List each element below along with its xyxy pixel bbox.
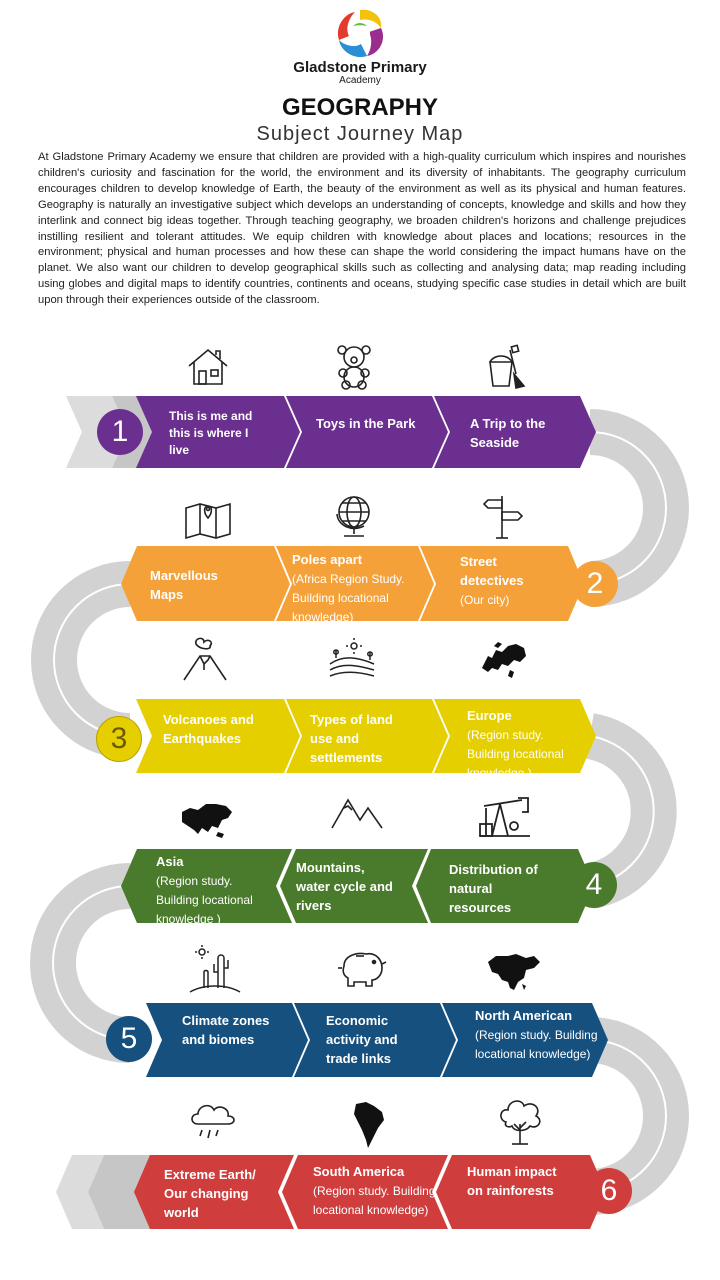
- year-3-badge: 3: [96, 716, 142, 762]
- topic-y1-1: This is me and this is where I live: [169, 409, 253, 457]
- school-logo: [337, 9, 384, 58]
- year-4-badge: 4: [571, 862, 617, 908]
- topic-y4-3: Asia(Region study. Building locational k…: [156, 854, 253, 926]
- farmland-icon: [329, 638, 375, 677]
- topic-y6-3: Extreme Earth/ Our changing world: [164, 1167, 256, 1220]
- south-america-map-icon: [354, 1102, 384, 1148]
- signpost-icon: [482, 496, 524, 539]
- topic-y6-1: Human impact on rainforests: [467, 1164, 557, 1198]
- europe-map-icon: [482, 642, 526, 678]
- topic-y3-3: Europe(Region study. Building locational…: [467, 708, 564, 780]
- bucket-spade-icon: [489, 344, 526, 389]
- page-subtitle: Subject Journey Map: [256, 123, 464, 145]
- year1-arrow-1: [136, 396, 300, 468]
- house-icon: [188, 348, 228, 385]
- topic-y1-2: Toys in the Park: [316, 416, 416, 431]
- topic-y2-3: Marvellous Maps: [150, 568, 218, 602]
- teddy-bear-icon: [337, 345, 371, 390]
- globe-icon: [336, 496, 370, 537]
- year-2-badge: 2: [572, 561, 618, 607]
- year-5-badge: 5: [106, 1016, 152, 1062]
- topic-y4-2: Mountains, water cycle and rivers: [296, 860, 393, 913]
- school-name: Gladstone Primary: [293, 59, 427, 76]
- topic-y3-2: Types of land use and settlements: [310, 712, 393, 765]
- year-1-badge: 1: [97, 409, 143, 455]
- mountains-icon: [331, 798, 383, 829]
- school-subtitle: Academy: [339, 75, 381, 86]
- intro-paragraph: At Gladstone Primary Academy we ensure t…: [38, 151, 686, 307]
- desert-cactus-icon: [189, 945, 241, 993]
- topic-y6-2: South America(Region study. Building loc…: [313, 1164, 436, 1217]
- asia-map-icon: [182, 804, 232, 838]
- year-6-badge: 6: [586, 1168, 632, 1214]
- topic-y2-2: Poles apart(Africa Region Study. Buildin…: [292, 552, 405, 624]
- topic-y5-3: North American(Region study. Building lo…: [475, 1008, 598, 1061]
- topic-y5-2: Economic activity and trade links: [326, 1013, 398, 1066]
- topic-y1-3: A Trip to the Seaside: [470, 416, 546, 450]
- topic-y5-1: Climate zones and biomes: [182, 1013, 270, 1047]
- oil-pump-icon: [479, 797, 530, 837]
- topic-y2-1: Street detectives(Our city): [460, 554, 524, 607]
- topic-y4-1: Distribution of natural resources: [449, 862, 538, 915]
- page-title: GEOGRAPHY: [281, 94, 439, 121]
- map-pin-icon: [185, 502, 231, 540]
- volcano-icon: [183, 637, 227, 681]
- tree-icon: [500, 1100, 541, 1145]
- year1-arrow-3: [434, 396, 596, 468]
- north-america-map-icon: [488, 954, 540, 990]
- topic-y3-1: Volcanoes and Earthquakes: [163, 712, 254, 746]
- rain-cloud-icon: [191, 1104, 235, 1139]
- piggy-bank-icon: [338, 952, 387, 987]
- year1-arrow-2: [286, 396, 448, 468]
